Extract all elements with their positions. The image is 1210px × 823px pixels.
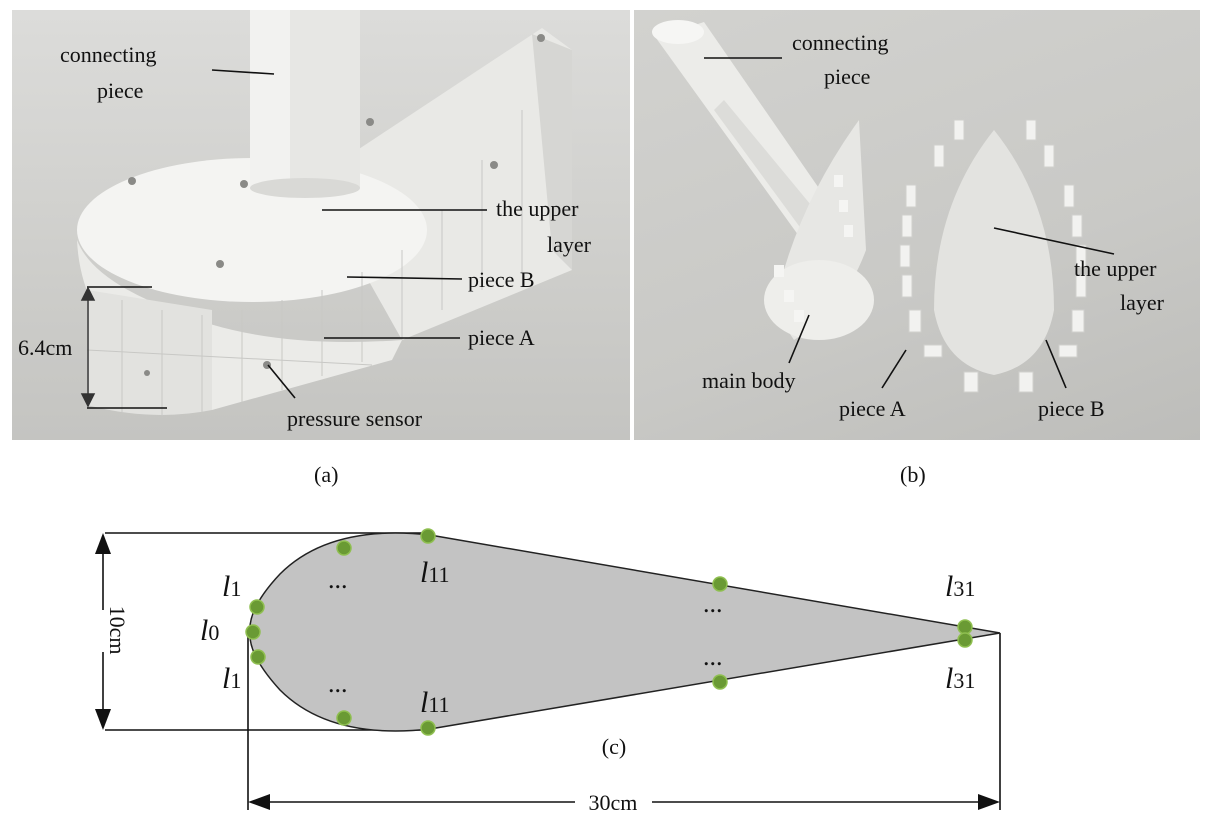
label-l11-bottom: l11 xyxy=(420,686,450,719)
sensor-l11-bottom xyxy=(420,720,436,736)
label-l31-bottom: l31 xyxy=(945,662,975,695)
label-connecting-a-1: connecting xyxy=(60,42,157,67)
sensor-l0 xyxy=(245,624,261,640)
label-height: 6.4cm xyxy=(18,335,72,360)
diagram-c-svg: ... ... ... ... l1 l0 l1 l11 l11 l31 l31… xyxy=(95,528,1001,815)
label-upper-layer-a-1: the upper xyxy=(496,196,579,221)
sensor-l11-top xyxy=(420,528,436,544)
height-dimension xyxy=(80,286,96,408)
tail-side xyxy=(532,34,572,270)
pillar-base xyxy=(250,178,360,198)
label-l1-bottom: l1 xyxy=(222,662,241,695)
sensor-tail-bottom xyxy=(712,674,728,690)
label-connecting-a-2: piece xyxy=(97,78,143,103)
sensor-mid-top xyxy=(336,540,352,556)
sensor-l1-bottom xyxy=(250,649,266,665)
label-height-10cm: 10cm xyxy=(105,606,130,655)
ellipsis-top-right: ... xyxy=(703,589,723,618)
ellipsis-top-left: ... xyxy=(328,565,348,594)
photo-a-illustration: connecting piece the upper layer piece B… xyxy=(18,10,592,431)
airfoil-shape xyxy=(249,532,1001,732)
photo-panel-a: connecting piece the upper layer piece B… xyxy=(12,10,630,440)
label-pressure-sensor: pressure sensor xyxy=(287,406,423,431)
label-upper-layer-b-1: the upper xyxy=(1074,256,1157,281)
leader-lines-b xyxy=(704,57,1115,389)
label-l11-top: l11 xyxy=(420,556,450,589)
label-l0: l0 xyxy=(200,614,219,647)
label-piece-b-b: piece B xyxy=(1038,396,1105,421)
label-piece-b-a: piece B xyxy=(468,267,535,292)
wall-segments xyxy=(86,110,523,416)
main-body-teeth xyxy=(774,175,853,322)
upper-layer-plate xyxy=(934,130,1054,375)
shaft-top xyxy=(652,20,704,44)
sensor-l31-top xyxy=(957,619,973,635)
main-body-base xyxy=(764,260,874,340)
label-main-body: main body xyxy=(702,368,796,393)
body-wall-front xyxy=(87,290,212,415)
sensor-l1-top xyxy=(249,599,265,615)
photo-panel-b: connecting piece the upper layer main bo… xyxy=(634,10,1200,440)
sensor-mid-bottom xyxy=(336,710,352,726)
screws xyxy=(128,34,545,376)
label-piece-a-a: piece A xyxy=(468,325,535,350)
caption-c: (c) xyxy=(602,734,626,759)
label-connecting-b-2: piece xyxy=(824,64,870,89)
label-l1-top: l1 xyxy=(222,570,241,603)
sensor-l31-bottom xyxy=(957,632,973,648)
label-connecting-b-1: connecting xyxy=(792,30,889,55)
caption-b: (b) xyxy=(900,462,926,487)
leader-lines-a xyxy=(87,69,487,409)
dimension-arrows xyxy=(95,533,1000,810)
caption-a: (a) xyxy=(314,462,339,487)
diagram-panel-c: ... ... ... ... l1 l0 l1 l11 l11 l31 l31… xyxy=(0,470,1210,823)
label-piece-a-b: piece A xyxy=(839,396,906,421)
sensor-tail-top xyxy=(712,576,728,592)
label-width-30cm: 30cm xyxy=(589,790,638,815)
label-upper-layer-b-2: layer xyxy=(1120,290,1165,315)
sensor-points xyxy=(245,528,973,736)
ellipsis-bottom-left: ... xyxy=(328,669,348,698)
loose-pieces xyxy=(899,119,1087,393)
label-upper-layer-a-2: layer xyxy=(547,232,592,257)
photo-b-illustration: connecting piece the upper layer main bo… xyxy=(652,20,1165,421)
label-l31-top: l31 xyxy=(945,570,975,603)
ellipsis-bottom-right: ... xyxy=(703,642,723,671)
pillar-highlight xyxy=(250,10,290,188)
